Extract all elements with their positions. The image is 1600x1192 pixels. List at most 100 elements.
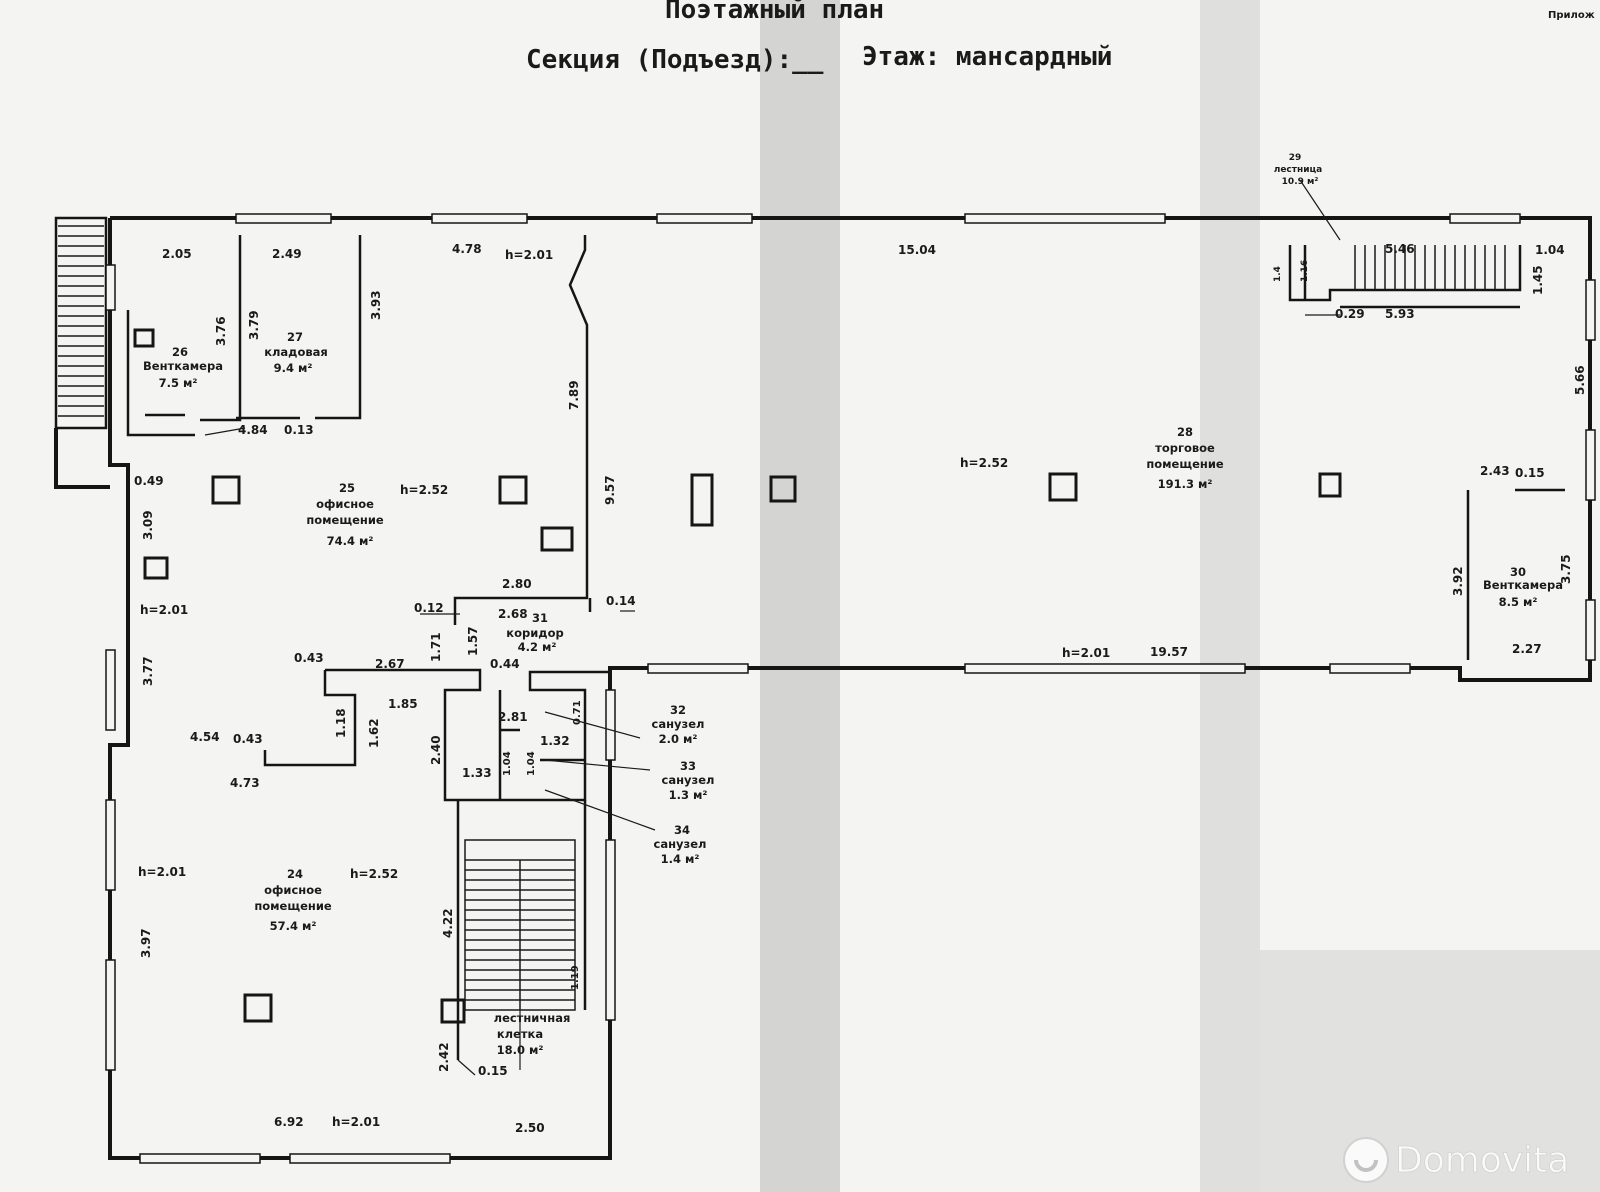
svg-text:h=2.52: h=2.52	[400, 483, 448, 497]
svg-text:0.49: 0.49	[134, 474, 164, 488]
svg-text:2.0 м²: 2.0 м²	[659, 732, 698, 746]
exterior-stair	[54, 216, 108, 430]
outer-walls	[54, 216, 1592, 1160]
room-name-line: клетка	[497, 1027, 543, 1041]
svg-text:4.78: 4.78	[452, 242, 482, 256]
svg-text:3.79: 3.79	[247, 310, 261, 340]
svg-text:9.4 м²: 9.4 м²	[274, 361, 313, 375]
svg-text:0.13: 0.13	[284, 423, 314, 437]
room-label-27: 27 кладовая 9.4 м²	[264, 330, 328, 375]
floor-label: Этаж: мансардный	[862, 42, 1112, 72]
svg-text:3.76: 3.76	[214, 316, 228, 346]
leader-lines	[204, 179, 1341, 1076]
svg-text:1.04: 1.04	[502, 751, 513, 776]
svg-text:31: 31	[532, 611, 548, 625]
svg-text:6.92: 6.92	[274, 1115, 304, 1129]
svg-text:8.5 м²: 8.5 м²	[1499, 595, 1538, 609]
windows	[105, 213, 1596, 1164]
staircase-steps	[464, 839, 576, 1070]
svg-text:0.15: 0.15	[478, 1064, 508, 1078]
room-label-25: 25 офисное помещение 74.4 м²	[306, 481, 384, 548]
section-label: Секция (Подъезд):__	[526, 45, 824, 75]
svg-text:27: 27	[287, 330, 303, 344]
svg-text:1.04: 1.04	[1535, 243, 1565, 257]
svg-text:9.57: 9.57	[603, 475, 617, 505]
scan-shadow-band	[1260, 950, 1600, 1192]
room-name-line: торговое	[1155, 441, 1215, 455]
svg-text:Венткамера: Венткамера	[1483, 578, 1563, 592]
svg-text:0.43: 0.43	[233, 732, 263, 746]
room-label-32: 32 санузел 2.0 м²	[652, 703, 705, 746]
room-label-stairwell: лестничная клетка 18.0 м²	[494, 1011, 571, 1057]
svg-text:7.5 м²: 7.5 м²	[159, 376, 198, 390]
svg-text:3.97: 3.97	[139, 928, 153, 958]
svg-text:5.66: 5.66	[1573, 365, 1587, 395]
svg-text:1.16: 1.16	[1300, 260, 1310, 282]
watermark-text: Domovita	[1395, 1140, 1569, 1181]
room-name-line: офисное	[316, 497, 374, 511]
svg-text:3.77: 3.77	[141, 656, 155, 686]
room-name-line: помещение	[1146, 457, 1224, 471]
stair-29-steps	[1354, 245, 1506, 290]
svg-text:1.57: 1.57	[466, 626, 480, 656]
svg-text:1.33: 1.33	[462, 766, 492, 780]
svg-text:191.3 м²: 191.3 м²	[1158, 477, 1213, 491]
svg-text:h=2.01: h=2.01	[138, 865, 186, 879]
svg-text:1.62: 1.62	[367, 718, 381, 748]
svg-text:1.4: 1.4	[1273, 266, 1283, 282]
svg-text:коридор: коридор	[506, 626, 563, 640]
room-label-26: 26 Венткамера 7.5 м²	[143, 345, 223, 390]
svg-text:санузел: санузел	[662, 773, 715, 787]
svg-text:h=2.01: h=2.01	[332, 1115, 380, 1129]
svg-text:4.73: 4.73	[230, 776, 260, 790]
dimension-labels: 2.05 2.49 4.78 h=2.01 15.04 5.46 1.04 1.…	[134, 242, 1587, 1135]
svg-text:кладовая: кладовая	[264, 345, 328, 359]
room-name-line: офисное	[264, 883, 322, 897]
svg-text:18.0 м²: 18.0 м²	[497, 1043, 544, 1057]
svg-text:0.29: 0.29	[1335, 307, 1365, 321]
svg-text:10.9 м²: 10.9 м²	[1282, 177, 1319, 187]
svg-text:1.3 м²: 1.3 м²	[669, 788, 708, 802]
svg-text:2.80: 2.80	[502, 577, 532, 591]
scan-shadow-band	[1200, 0, 1260, 1192]
room-label-30: 30 Венткамера 8.5 м²	[1483, 565, 1563, 609]
svg-text:4.54: 4.54	[190, 730, 220, 744]
svg-text:19.57: 19.57	[1150, 645, 1188, 659]
svg-text:30: 30	[1510, 565, 1526, 579]
svg-text:1.32: 1.32	[540, 734, 570, 748]
svg-text:0.14: 0.14	[606, 594, 636, 608]
svg-text:3.92: 3.92	[1451, 566, 1465, 596]
svg-text:2.50: 2.50	[515, 1121, 545, 1135]
svg-text:h=2.01: h=2.01	[1062, 646, 1110, 660]
domovita-watermark: Domovita	[1343, 1137, 1570, 1183]
svg-text:1.19: 1.19	[570, 965, 581, 990]
svg-text:1.04: 1.04	[526, 751, 537, 776]
svg-text:15.04: 15.04	[898, 243, 936, 257]
svg-text:0.12: 0.12	[414, 601, 444, 615]
svg-text:24: 24	[287, 867, 303, 881]
svg-text:1.71: 1.71	[429, 632, 443, 662]
room-label-24: 24 офисное помещение 57.4 м²	[254, 867, 332, 933]
columns	[133, 328, 1342, 1024]
svg-text:h=2.52: h=2.52	[960, 456, 1008, 470]
svg-text:2.43: 2.43	[1480, 464, 1510, 478]
svg-text:1.45: 1.45	[1531, 265, 1545, 295]
svg-text:3.93: 3.93	[369, 290, 383, 320]
svg-text:h=2.01: h=2.01	[140, 603, 188, 617]
svg-text:1.4 м²: 1.4 м²	[661, 852, 700, 866]
svg-text:28: 28	[1177, 425, 1193, 439]
svg-text:санузел: санузел	[654, 837, 707, 851]
svg-text:2.42: 2.42	[437, 1042, 451, 1072]
room-label-28: 28 торговое помещение 191.3 м²	[1146, 425, 1224, 491]
svg-text:4.2 м²: 4.2 м²	[518, 640, 557, 654]
svg-text:2.27: 2.27	[1512, 642, 1542, 656]
svg-text:2.40: 2.40	[429, 735, 443, 765]
svg-text:санузел: санузел	[652, 717, 705, 731]
svg-text:2.05: 2.05	[162, 247, 192, 261]
room-label-29: 29 лестница 10.9 м²	[1274, 153, 1323, 187]
svg-text:7.89: 7.89	[567, 380, 581, 410]
svg-text:2.81: 2.81	[498, 710, 528, 724]
svg-text:Венткамера: Венткамера	[143, 359, 223, 373]
svg-text:0.15: 0.15	[1515, 466, 1545, 480]
plan-title: Поэтажный план	[665, 0, 884, 25]
